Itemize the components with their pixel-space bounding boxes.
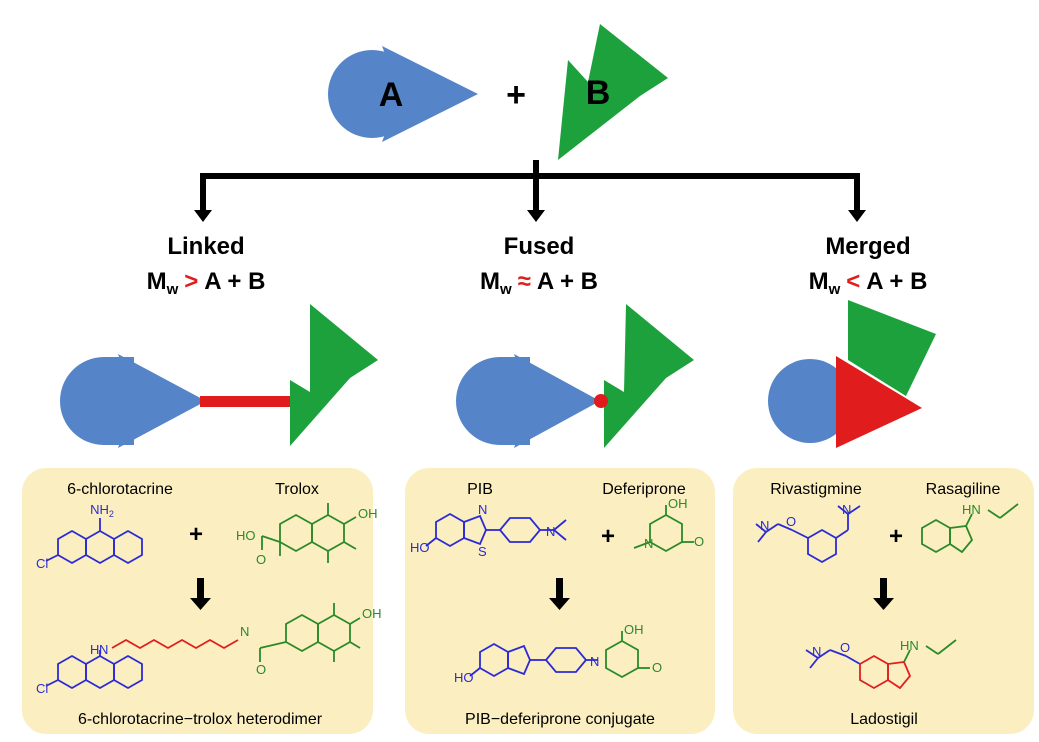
label-deferiprone: Deferiprone — [602, 481, 686, 498]
panel2-plus: + — [601, 523, 615, 550]
linked-shape — [60, 304, 378, 448]
pharmacophore-a-shape — [328, 46, 478, 142]
atom-n-ladostigil: N — [812, 644, 821, 659]
atom-n-deferiprone: N — [644, 536, 653, 551]
pharmacophore-b-shape — [558, 24, 668, 160]
atom-hn-rasagiline: HN — [962, 502, 981, 517]
atom-ho-trolox: HO — [236, 528, 256, 543]
atom-n-rivastigmine: N — [760, 518, 769, 533]
atom-cl-1: Cl — [36, 556, 48, 571]
fused-title: Fused — [504, 233, 575, 260]
branch-arrowheads — [194, 210, 866, 222]
label-rivastigmine: Rivastigmine — [770, 481, 862, 498]
label-b: B — [586, 74, 611, 112]
label-trolox: Trolox — [275, 481, 319, 498]
branch-tree — [200, 160, 860, 212]
merged-title: Merged — [825, 233, 910, 260]
label-pib: PIB — [467, 481, 493, 498]
atom-ho-conj: HO — [454, 670, 474, 685]
atom-oh-dimer: OH — [362, 606, 382, 621]
atom-n-dimer: N — [99, 642, 108, 657]
label-6-chlorotacrine: 6-chlorotacrine — [67, 481, 173, 498]
merged-mw-formula: Mw<A + B — [809, 268, 928, 298]
linked-title: Linked — [167, 233, 244, 260]
atom-hn-ladostigil: HN — [900, 638, 919, 653]
atom-o-deferiprone: O — [694, 534, 704, 549]
molecule-deferiprone — [633, 505, 694, 553]
label-ladostigil: Ladostigil — [850, 711, 918, 728]
fused-mw-formula: Mw≈A + B — [480, 268, 598, 298]
linked-mw-formula: Mw>A + B — [147, 268, 266, 298]
molecule-pib-deferiprone — [469, 631, 650, 679]
panel3-plus: + — [889, 523, 903, 550]
strategy-fused-title: Fused Mw≈A + B — [480, 233, 598, 298]
atom-cl-2: Cl — [36, 681, 48, 696]
panel-down-arrows — [190, 578, 894, 610]
atom-o-ladostigil: O — [840, 640, 850, 655]
atom-oh-deferiprone: OH — [668, 496, 688, 511]
fused-shape — [456, 304, 694, 448]
panel1-plus: + — [189, 521, 203, 548]
label-rasagiline: Rasagiline — [926, 481, 1001, 498]
atom-n-conj: N — [590, 654, 599, 669]
atom-ho-pib: HO — [410, 540, 430, 555]
strategy-merged-title: Merged Mw<A + B — [809, 233, 928, 298]
molecule-ladostigil — [805, 639, 957, 690]
atom-s-pib: S — [478, 544, 487, 559]
atom-o-conj: O — [652, 660, 662, 675]
atom-oh-trolox: OH — [358, 506, 378, 521]
label-pib-deferiprone-conjugate: PIB−deferiprone conjugate — [465, 711, 655, 728]
atom-oh-conj: OH — [624, 622, 644, 637]
molecule-pib — [425, 512, 567, 548]
plus-sign: + — [506, 76, 526, 114]
molecule-rivastigmine — [755, 505, 861, 564]
atom-nh2: NH2 — [90, 502, 114, 519]
atom-n-amide: N — [240, 624, 249, 639]
atom-o-amide: O — [256, 662, 266, 677]
atom-n-pib: N — [478, 502, 487, 517]
label-a: A — [379, 76, 404, 114]
molecule-trolox — [261, 503, 357, 563]
molecule-rasagiline — [921, 503, 1019, 554]
molecule-6-chlorotacrine — [45, 518, 143, 565]
atom-hn-dimer: H — [90, 642, 99, 657]
atom-o-rivastigmine: O — [786, 514, 796, 529]
atom-n-dimethyl-rivastigmine: N — [842, 502, 851, 517]
merged-shape — [768, 300, 936, 448]
atom-o-trolox: O — [256, 552, 266, 567]
molecule-heterodimer — [45, 603, 361, 690]
atom-n-dimethyl: N — [546, 524, 555, 539]
strategy-linked-title: Linked Mw>A + B — [147, 233, 266, 298]
label-heterodimer: 6-chlorotacrine−trolox heterodimer — [78, 711, 323, 728]
